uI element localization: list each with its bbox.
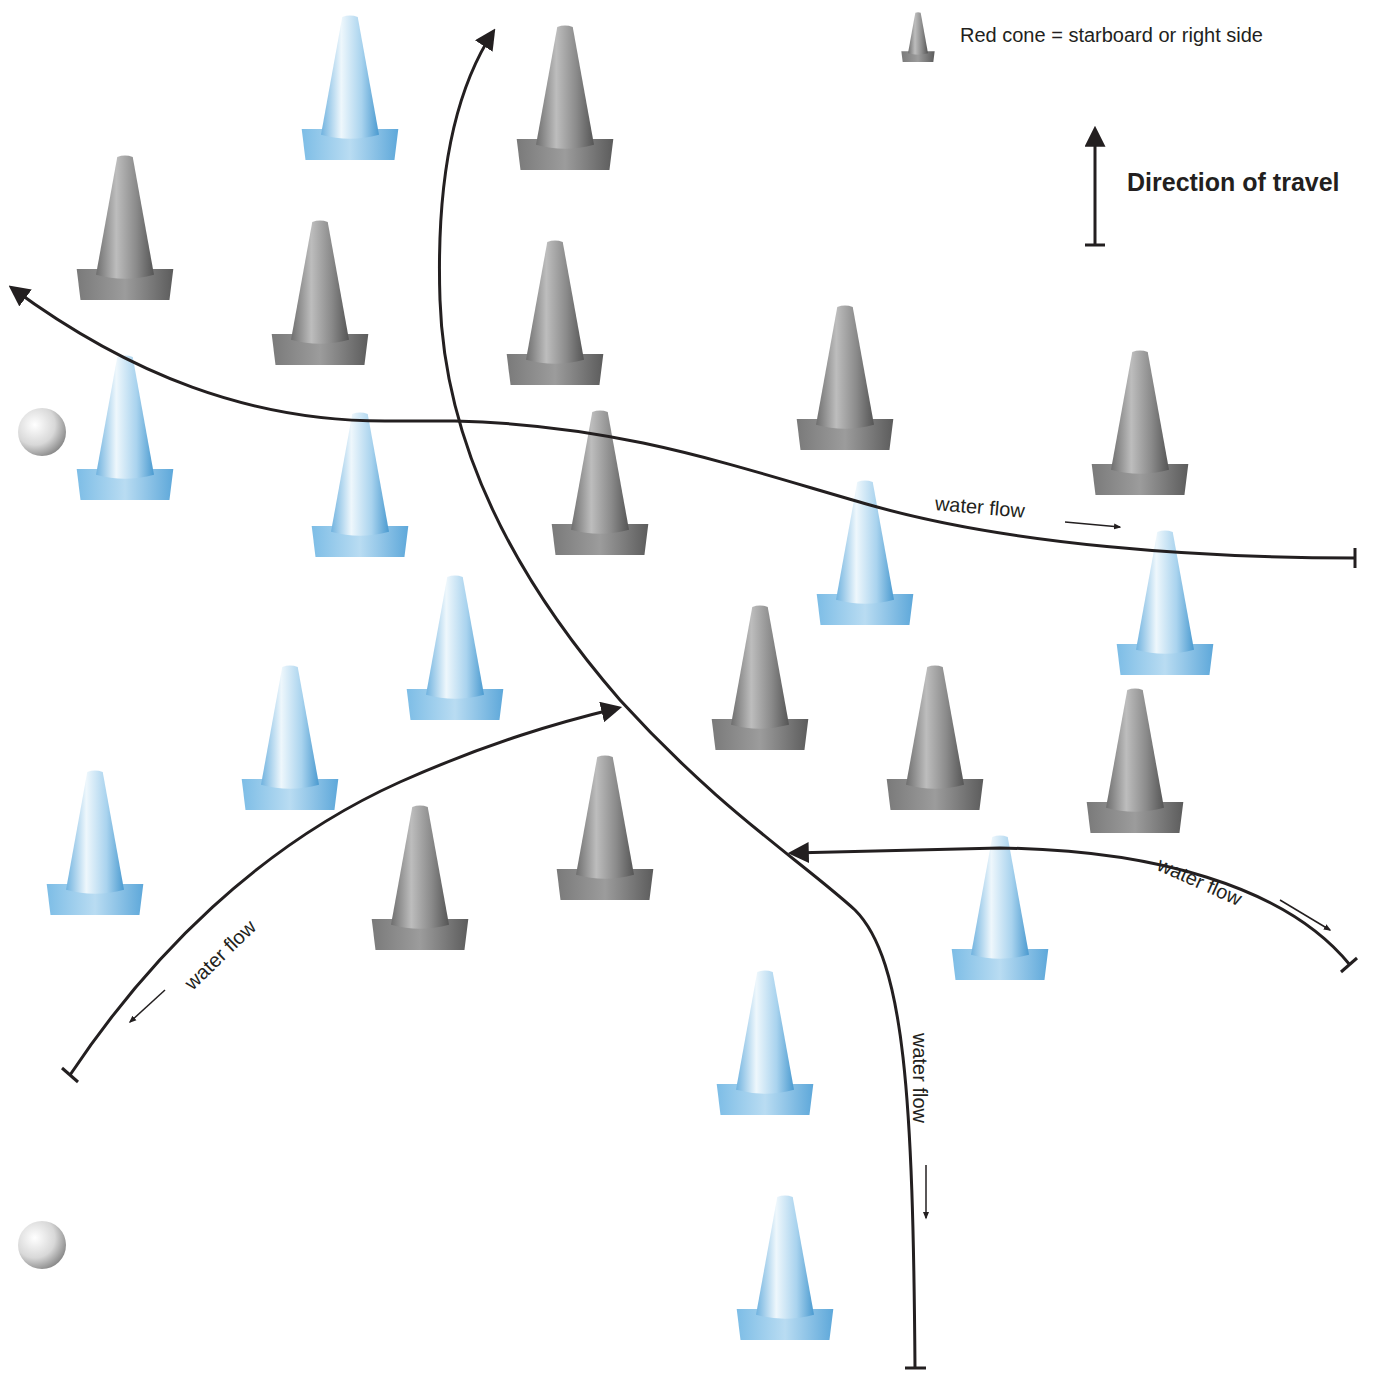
water-flow-label: water flow [934, 492, 1026, 522]
direction-label: Direction of travel [1127, 169, 1340, 197]
water-flow-label: water flow [1154, 853, 1245, 910]
legend-text: Red cone = starboard or right side [960, 24, 1263, 46]
water-flow-label: water flow [909, 1033, 931, 1123]
